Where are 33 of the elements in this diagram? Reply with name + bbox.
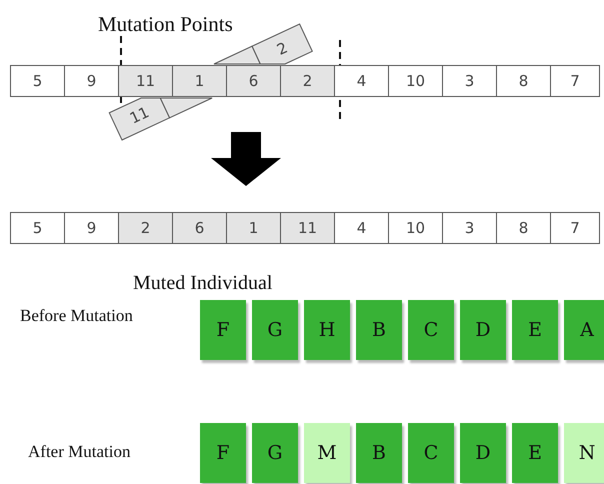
- row-label: Before Mutation: [20, 306, 133, 326]
- heading: Mutation Points: [98, 12, 233, 37]
- number-cell: 2: [251, 23, 313, 64]
- number-cell: 1: [227, 213, 281, 243]
- gene-cell: D: [460, 300, 506, 360]
- gene-cell: C: [408, 423, 454, 483]
- heading: Muted Individual: [133, 272, 272, 295]
- number-cell: 6: [173, 213, 227, 243]
- number-cell: 11: [108, 98, 170, 141]
- number-cell: 11: [281, 213, 335, 243]
- gene-cell: D: [460, 423, 506, 483]
- gene-cell: H: [304, 300, 350, 360]
- block-arrow: [211, 132, 281, 186]
- number-strip: [10, 65, 600, 97]
- gene-cell: E: [512, 300, 558, 360]
- gene-cell: M: [304, 423, 350, 483]
- number-cell: 6: [227, 66, 281, 96]
- number-strip: [10, 212, 600, 244]
- gene-cell: N: [564, 423, 604, 483]
- gene-cell: G: [252, 423, 298, 483]
- gene-cell: B: [356, 300, 402, 360]
- gene-cell: F: [200, 423, 246, 483]
- number-cell: 2: [281, 66, 335, 96]
- gene-cell: B: [356, 423, 402, 483]
- gene-cell: G: [252, 300, 298, 360]
- gene-cell: F: [200, 300, 246, 360]
- gene-cell: C: [408, 300, 454, 360]
- number-cell: 1: [173, 66, 227, 96]
- number-cell: 11: [119, 66, 173, 96]
- gene-cell: E: [512, 423, 558, 483]
- row-label: After Mutation: [28, 442, 130, 462]
- number-cell: 2: [119, 213, 173, 243]
- gene-cell: A: [564, 300, 604, 360]
